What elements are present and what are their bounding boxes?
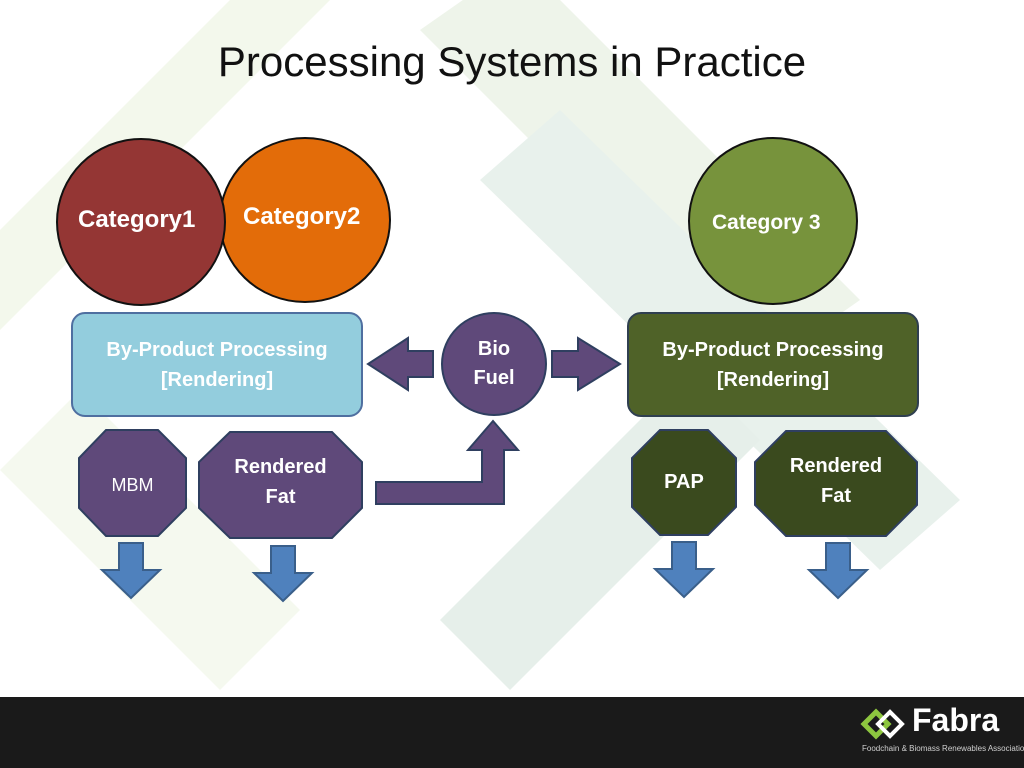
biofuel-line1: Bio bbox=[477, 338, 511, 360]
down-arrow-icon bbox=[99, 542, 163, 600]
category2-circle: Category2 bbox=[219, 137, 391, 303]
biofuel-circle: Bio Fuel bbox=[441, 312, 547, 416]
page-title: Processing Systems in Practice bbox=[217, 38, 807, 85]
fabra-logo-icon bbox=[860, 708, 905, 740]
pap-octagon bbox=[631, 429, 737, 536]
box-right-line1: By-Product Processing bbox=[662, 338, 884, 361]
rendered-fat-left-octagon bbox=[198, 431, 363, 539]
rendered-fat-right-octagon bbox=[754, 430, 918, 537]
rendered-fat-right-line2: Fat bbox=[821, 485, 851, 507]
arrow-right-icon bbox=[551, 336, 622, 392]
down-arrow-icon bbox=[251, 545, 315, 603]
mbm-label: MBM bbox=[111, 475, 154, 495]
rendered-fat-left-line1: Rendered bbox=[234, 456, 327, 478]
down-arrow-icon bbox=[652, 541, 716, 599]
category3-label: Category 3 bbox=[712, 211, 821, 234]
pap-label: PAP bbox=[664, 471, 704, 493]
rendered-fat-left-line2: Fat bbox=[265, 486, 296, 508]
rendered-fat-right-line1: Rendered bbox=[789, 455, 883, 477]
mbm-octagon bbox=[78, 429, 187, 537]
brand-name: Fabra bbox=[912, 702, 1000, 738]
by-product-processing-box-right: By-Product Processing [Rendering] bbox=[627, 312, 919, 417]
by-product-processing-box-left: By-Product Processing [Rendering] bbox=[71, 312, 363, 417]
category2-label: Category2 bbox=[243, 203, 361, 230]
box-left-line1: By-Product Processing bbox=[106, 338, 328, 361]
box-right-line2: [Rendering] bbox=[716, 368, 830, 391]
footer-bar bbox=[0, 697, 1024, 768]
box-left-line2: [Rendering] bbox=[160, 368, 274, 391]
brand-tagline: Foodchain & Biomass Renewables Associati… bbox=[862, 744, 1024, 753]
category1-label: Category1 bbox=[78, 206, 196, 233]
elbow-arrow-icon bbox=[375, 419, 521, 505]
biofuel-line2: Fuel bbox=[473, 367, 515, 389]
category3-circle: Category 3 bbox=[688, 137, 858, 305]
category1-circle: Category1 bbox=[56, 138, 226, 306]
arrow-left-icon bbox=[366, 336, 434, 392]
down-arrow-icon bbox=[806, 542, 870, 600]
